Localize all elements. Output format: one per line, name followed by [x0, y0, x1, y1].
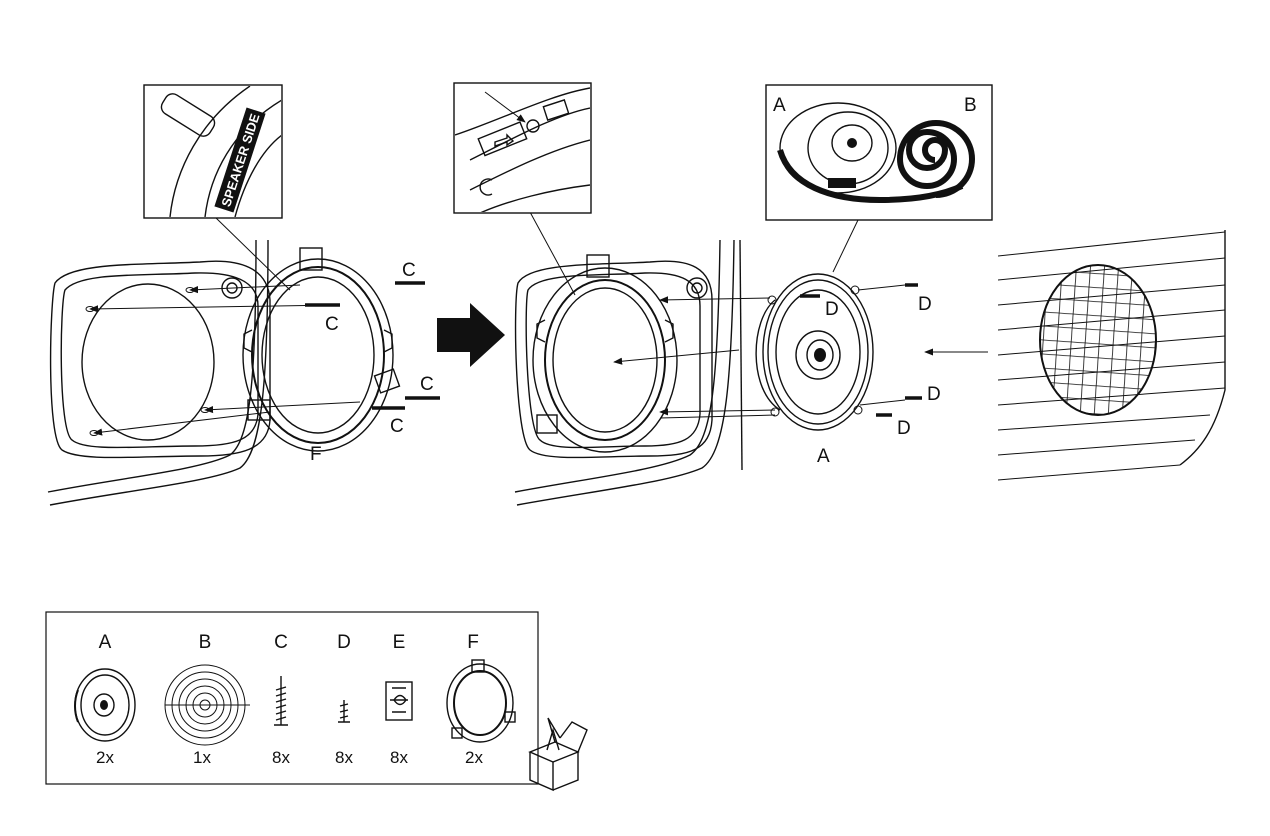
step2-inset-detail — [453, 82, 592, 214]
part-qty-d: 8x — [335, 748, 353, 767]
callout-c-2: C — [325, 314, 339, 335]
callout-d-1: D — [918, 294, 932, 315]
next-step-arrow — [437, 303, 505, 367]
step1-assembly-lines — [89, 216, 361, 436]
callout-c-3: C — [420, 374, 434, 395]
step2-inset-speaker-and-gasket: A B — [765, 84, 993, 273]
part-qty-b: 1x — [193, 748, 211, 767]
step1-mounting-bracket — [242, 247, 401, 452]
callout-f: F — [310, 444, 322, 465]
speaker-grill-panel — [924, 230, 1226, 481]
callout-d-4: D — [897, 418, 911, 439]
inset-label-a: A — [773, 95, 786, 116]
part-qty-e: 8x — [390, 748, 408, 767]
step1-door-panel — [47, 239, 271, 506]
part-letter-f: F — [467, 632, 479, 653]
step2-screws — [800, 283, 922, 417]
open-box-icon — [528, 717, 588, 792]
part-letter-e: E — [393, 632, 406, 653]
clip-nut-icon — [385, 681, 413, 721]
gasket-spiral-icon — [896, 120, 975, 198]
callout-speaker-a: A — [817, 446, 830, 467]
step2-door-panel — [514, 239, 743, 506]
part-qty-f: 2x — [465, 748, 483, 767]
callout-c-1: C — [402, 260, 416, 281]
part-qty-a: 2x — [96, 748, 114, 767]
long-screw-icon — [274, 676, 288, 726]
foam-gasket-roll-icon — [164, 664, 250, 746]
step1-inset-detail: SPEAKER SIDE — [143, 84, 283, 219]
step2-assembly-lines — [529, 211, 776, 419]
callout-d-3: D — [927, 384, 941, 405]
callout-d-2: D — [825, 299, 839, 320]
part-letter-a: A — [99, 632, 112, 653]
part-letter-d: D — [337, 632, 351, 653]
part-qty-c: 8x — [272, 748, 290, 767]
short-screw-icon — [338, 700, 350, 723]
inset-label-b: B — [964, 95, 977, 116]
part-letter-b: B — [199, 632, 212, 653]
callout-c-4: C — [390, 416, 404, 437]
part-letter-c: C — [274, 632, 288, 653]
coaxial-speaker — [755, 273, 874, 431]
step1-screws — [305, 281, 440, 410]
coaxial-speaker-icon — [74, 668, 136, 742]
step2-mounting-bracket — [532, 254, 678, 453]
mounting-bracket-icon — [446, 659, 516, 743]
